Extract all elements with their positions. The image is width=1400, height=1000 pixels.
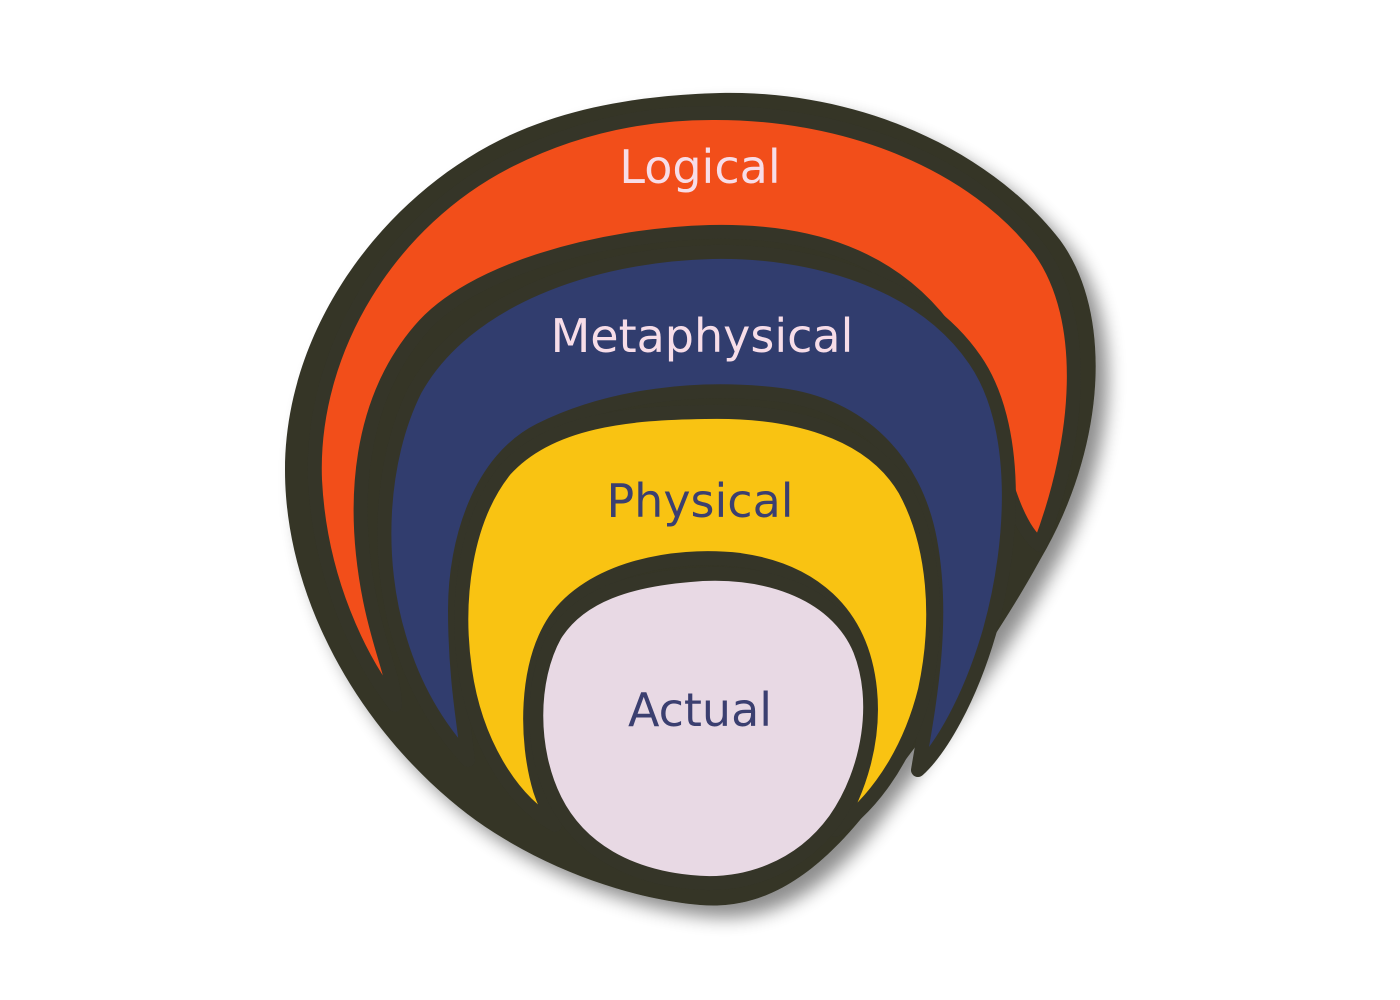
layer-physical-label: Physical — [606, 474, 793, 528]
layer-metaphysical-shape — [377, 244, 1016, 777]
layer-physical-shape — [454, 404, 941, 837]
layer-logical-label: Logical — [619, 140, 780, 194]
layer-logical-shape — [307, 105, 1081, 712]
layer-metaphysical-label: Metaphysical — [551, 309, 854, 363]
layer-actual-shape — [529, 566, 878, 890]
layer-actual-label: Actual — [628, 683, 772, 737]
